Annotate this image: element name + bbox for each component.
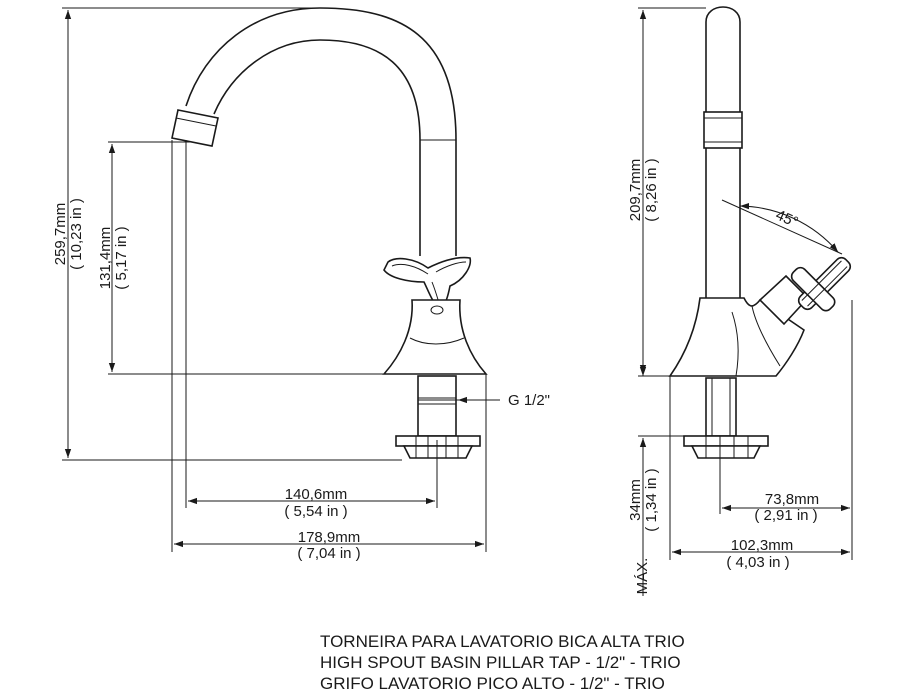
front-view: 259,7mm ( 10,23 in ) 131,4mm ( 5,17 in )… <box>52 7 550 562</box>
front-aerator <box>171 109 219 147</box>
front-handle-groove <box>435 261 467 273</box>
dim-spout-reach-mm: 140,6mm <box>285 486 348 503</box>
side-nut-flange <box>683 435 769 447</box>
front-body <box>382 299 488 375</box>
dim-base-width-mm: 178,9mm <box>298 529 361 546</box>
dim-side-height-in: ( 8,26 in ) <box>643 158 660 221</box>
dim-max-thickness-in: ( 1,34 in ) <box>643 468 660 531</box>
front-handle-groove <box>391 263 429 275</box>
title-english: HIGH SPOUT BASIN PILLAR TAP - 1/2" - TRI… <box>320 653 681 672</box>
dim-spout-height-mm: 131,4mm <box>97 227 114 290</box>
front-body-screw <box>430 305 444 315</box>
side-shank <box>705 377 737 437</box>
title-portuguese: TORNEIRA PARA LAVATORIO BICA ALTA TRIO <box>320 632 685 651</box>
side-view: 209,7mm ( 8,26 in ) 45° MÁX. 34mm ( 1,34… <box>627 6 853 596</box>
thread-label: G 1/2" <box>508 392 550 409</box>
dim-handle-offset-mm: 73,8mm <box>765 491 819 508</box>
dim-handle-offset-in: ( 2,91 in ) <box>754 507 817 524</box>
side-handle <box>790 256 852 312</box>
dim-max-label: MÁX. <box>634 558 651 595</box>
side-body-contour <box>731 311 739 377</box>
dim-spout-height-in: ( 5,17 in ) <box>113 226 130 289</box>
dim-base-width-in: ( 7,04 in ) <box>297 545 360 562</box>
front-handle <box>383 256 472 312</box>
title-spanish: GRIFO LAVATORIO PICO ALTO - 1/2" - TRIO <box>320 674 665 693</box>
side-body-contour <box>751 305 781 367</box>
dim-spout-reach-in: ( 5,54 in ) <box>284 503 347 520</box>
dim-depth-mm: 102,3mm <box>731 537 794 554</box>
side-nut <box>690 445 762 459</box>
front-aerator-ring <box>175 117 217 127</box>
dim-side-height-mm: 209,7mm <box>627 159 644 222</box>
dim-depth-in: ( 4,03 in ) <box>726 554 789 571</box>
front-shank <box>417 375 457 437</box>
dim-max-thickness-mm: 34mm <box>627 479 644 521</box>
front-nut <box>402 445 474 459</box>
front-nut-flange <box>395 435 481 447</box>
dim-handle-angle: 45° <box>773 207 801 232</box>
front-body-contour <box>409 337 465 345</box>
side-spout-tube <box>705 6 741 298</box>
front-spout-inner <box>213 39 421 256</box>
dim-total-height-mm: 259,7mm <box>52 203 69 266</box>
side-aerator <box>703 111 743 149</box>
front-spout-outer <box>185 7 457 256</box>
dim-total-height-in: ( 10,23 in ) <box>68 198 85 270</box>
dim-angle-arc <box>739 203 839 253</box>
